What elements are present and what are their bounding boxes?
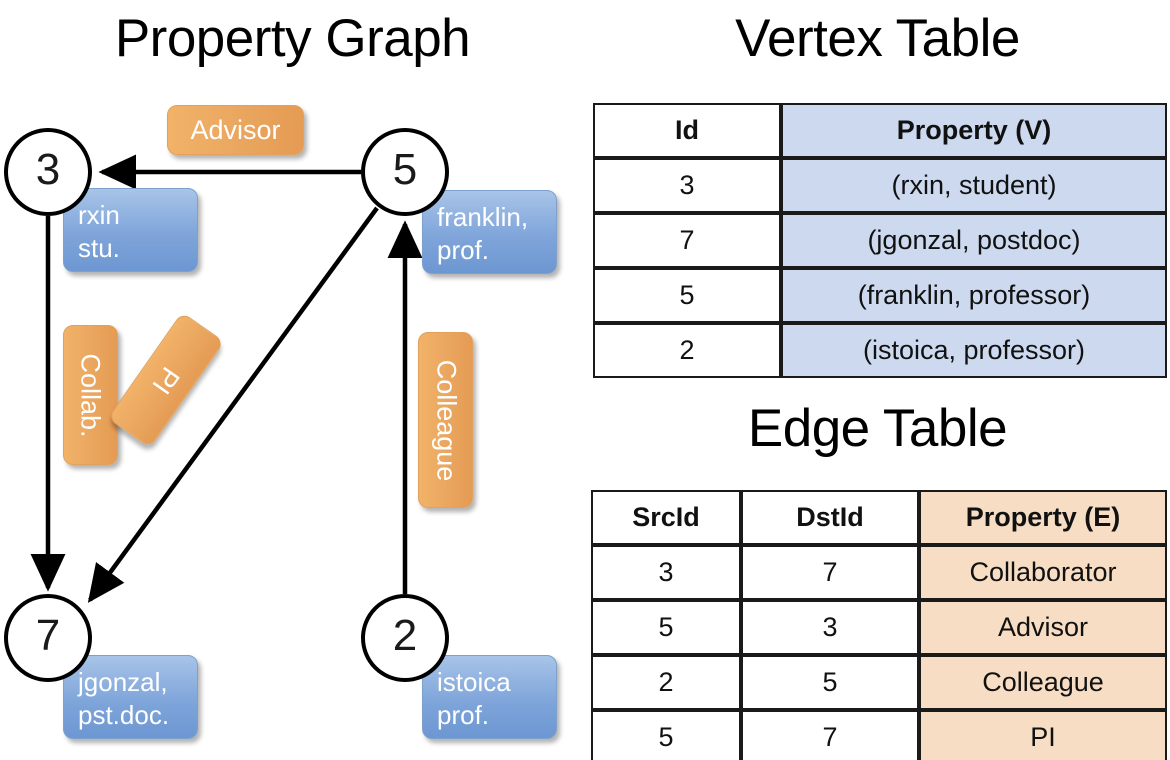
table-row: 2 5 Colleague (591, 655, 1167, 710)
vertex-7-property-line-2: pst.doc. (78, 699, 170, 730)
edge-label-collab-text: Collab. (76, 352, 107, 438)
table-row: 5 3 Advisor (591, 600, 1167, 655)
graph-node-5[interactable]: 5 (361, 128, 449, 216)
edge-label-colleague-text: Colleague (431, 359, 461, 481)
vertex-table-header-id: Id (593, 103, 781, 158)
page-title-property-graph: Property Graph (114, 9, 471, 68)
vertex-row-2-id: 5 (593, 268, 781, 323)
property-graph-diagram: Advisor Collab. PI Colleague rxin stu. f… (4, 105, 557, 739)
edge-row-1-property: Advisor (919, 600, 1167, 655)
edge-row-2-property: Colleague (919, 655, 1167, 710)
edge-label-advisor[interactable]: Advisor (167, 105, 304, 155)
page-title-edge-table: Edge Table (747, 399, 1008, 458)
vertex-5-property-line-1: franklin, (437, 202, 529, 232)
edge-table-header-row: SrcId DstId Property (E) (591, 490, 1167, 545)
vertex-property-box-7[interactable]: jgonzal, pst.doc. (63, 655, 198, 739)
graph-node-2[interactable]: 2 (361, 594, 449, 682)
vertex-row-3-property: (istoica, professor) (781, 323, 1167, 378)
graph-edges-svg (30, 154, 423, 603)
edge-table-header-dstid: DstId (741, 490, 919, 545)
edge-row-3-src: 5 (591, 710, 741, 760)
vertex-property-box-3[interactable]: rxin stu. (63, 188, 198, 272)
edge-row-0-property: Collaborator (919, 545, 1167, 600)
vertex-5-property-line-2: prof. (437, 234, 490, 265)
table-row: 5 7 PI (591, 710, 1167, 760)
edge-row-3-property: PI (919, 710, 1167, 760)
graph-node-3[interactable]: 3 (4, 128, 92, 216)
edge-5-to-7-pi (87, 206, 379, 603)
vertex-table-header-row: Id Property (V) (593, 103, 1167, 158)
vertex-row-2-property: (franklin, professor) (781, 268, 1167, 323)
graph-node-7-label: 7 (35, 611, 61, 660)
page-title-vertex-table: Vertex Table (735, 9, 1020, 68)
edge-row-0-src: 3 (591, 545, 741, 600)
graph-node-5-label: 5 (392, 145, 418, 194)
vertex-property-box-5[interactable]: franklin, prof. (422, 190, 557, 274)
edge-row-0-dst: 7 (741, 545, 919, 600)
vertex-table-header-property: Property (V) (781, 103, 1167, 158)
table-row: 5 (franklin, professor) (593, 268, 1167, 323)
graph-node-2-label: 2 (392, 611, 418, 660)
vertex-property-box-2[interactable]: istoica prof. (422, 655, 557, 739)
edge-label-advisor-text: Advisor (190, 114, 281, 145)
table-row: 3 7 Collaborator (591, 545, 1167, 600)
table-row: 7 (jgonzal, postdoc) (593, 213, 1167, 268)
edge-label-collab[interactable]: Collab. (63, 325, 118, 465)
edge-row-2-src: 2 (591, 655, 741, 710)
edge-label-colleague[interactable]: Colleague (418, 332, 473, 508)
edge-table: SrcId DstId Property (E) 3 7 Collaborato… (591, 490, 1167, 760)
edge-table-header-srcid: SrcId (591, 490, 741, 545)
vertex-7-property-line-1: jgonzal, (78, 667, 168, 697)
vertex-row-0-id: 3 (593, 158, 781, 213)
edge-row-2-dst: 5 (741, 655, 919, 710)
vertex-2-property-line-2: prof. (437, 699, 490, 730)
vertex-table: Id Property (V) 3 (rxin, student) 7 (jgo… (593, 103, 1167, 378)
vertex-2-property-line-1: istoica (437, 667, 511, 697)
vertex-row-0-property: (rxin, student) (781, 158, 1167, 213)
edge-row-1-dst: 3 (741, 600, 919, 655)
edge-row-3-dst: 7 (741, 710, 919, 760)
vertex-row-1-id: 7 (593, 213, 781, 268)
vertex-row-3-id: 2 (593, 323, 781, 378)
graph-node-7[interactable]: 7 (4, 594, 92, 682)
vertex-3-property-line-1: rxin (78, 200, 120, 230)
edge-row-1-src: 5 (591, 600, 741, 655)
graph-node-3-label: 3 (35, 145, 61, 194)
table-row: 3 (rxin, student) (593, 158, 1167, 213)
vertex-3-property-line-2: stu. (78, 232, 120, 263)
table-row: 2 (istoica, professor) (593, 323, 1167, 378)
edge-table-header-property: Property (E) (919, 490, 1167, 545)
edge-label-pi-text: PI (146, 361, 187, 400)
vertex-row-1-property: (jgonzal, postdoc) (781, 213, 1167, 268)
